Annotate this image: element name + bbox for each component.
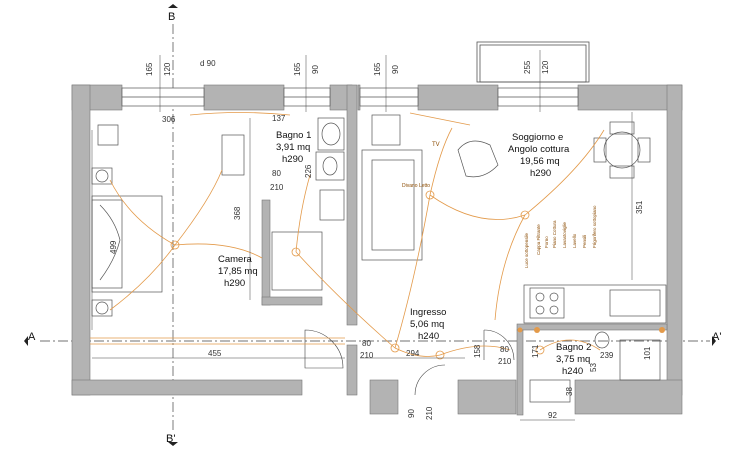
wall-left bbox=[71, 84, 91, 396]
room-label-bagno2: Bagno 2 3,75 mq h240 bbox=[556, 342, 591, 377]
svg-text:Bagno 2: Bagno 2 bbox=[556, 342, 591, 353]
dim-171: 171 bbox=[531, 344, 540, 358]
dim-80c: 80 bbox=[500, 345, 509, 354]
svg-text:19,56 mq: 19,56 mq bbox=[520, 156, 560, 167]
kitchen-label: Piano Cottura bbox=[552, 220, 557, 248]
svg-text:h240: h240 bbox=[562, 366, 583, 377]
svg-text:h240: h240 bbox=[418, 331, 439, 342]
dim-294: 294 bbox=[406, 349, 420, 358]
svg-text:3,91 mq: 3,91 mq bbox=[276, 142, 310, 153]
dim-80b: 80 bbox=[362, 339, 371, 348]
dim-w1-165: 165 bbox=[145, 62, 154, 76]
svg-text:h290: h290 bbox=[224, 278, 245, 289]
dim-368: 368 bbox=[233, 206, 242, 220]
dim-351: 351 bbox=[635, 200, 644, 214]
axis-markers bbox=[24, 4, 716, 446]
wall-right bbox=[666, 84, 683, 396]
dim-w3-90: 90 bbox=[391, 65, 400, 74]
axis-label-b-bottom: B' bbox=[166, 433, 175, 445]
kitchen-label: Luce sottopensile bbox=[524, 232, 529, 268]
dim-210d: 210 bbox=[425, 406, 434, 420]
kitchen-label: Lavello bbox=[572, 233, 577, 248]
dim-w3-165: 165 bbox=[373, 62, 382, 76]
dim-w1-120: 120 bbox=[163, 62, 172, 76]
axis-label-b-top: B bbox=[168, 11, 175, 23]
balcony bbox=[476, 41, 590, 83]
axis-label-a-right: A' bbox=[712, 331, 721, 343]
dim-90b: 90 bbox=[407, 409, 416, 418]
kitchen-label: Pensili bbox=[582, 235, 587, 248]
wall-bagno1-bottom bbox=[261, 296, 323, 306]
sofa bbox=[361, 149, 423, 261]
dim-499: 499 bbox=[109, 240, 118, 254]
svg-text:h290: h290 bbox=[530, 168, 551, 179]
tv-label: TV bbox=[432, 142, 440, 148]
svg-text:h290: h290 bbox=[282, 154, 303, 165]
svg-text:3,75 mq: 3,75 mq bbox=[556, 354, 590, 365]
dining-table bbox=[603, 131, 641, 169]
svg-text:17,85 mq: 17,85 mq bbox=[218, 266, 258, 277]
wall-bagno2-top bbox=[516, 323, 668, 331]
axis-label-a-left: A bbox=[28, 331, 36, 343]
dim-w4-120: 120 bbox=[541, 60, 550, 74]
room-label-ingresso: Ingresso 5,06 mq h240 bbox=[410, 307, 446, 342]
dim-306: 306 bbox=[162, 115, 176, 124]
svg-text:Soggiorno e: Soggiorno e bbox=[512, 132, 563, 143]
dim-80a: 80 bbox=[272, 169, 281, 178]
dim-w4-255: 255 bbox=[523, 60, 532, 74]
svg-text:Bagno 1: Bagno 1 bbox=[276, 130, 311, 141]
kitchen-label: Forno bbox=[544, 236, 549, 248]
dim-38: 38 bbox=[565, 387, 574, 396]
internal-dimensions bbox=[91, 112, 633, 421]
room-label-soggiorno: Soggiorno e Angolo cottura 19,56 mq h290 bbox=[508, 132, 570, 179]
kitchen-label: Lavastoviglie bbox=[562, 221, 567, 248]
dim-226: 226 bbox=[304, 164, 313, 178]
dim-d90: d 90 bbox=[200, 59, 216, 68]
dim-158: 158 bbox=[473, 344, 482, 358]
wall-inner-1 bbox=[346, 84, 358, 326]
dim-239: 239 bbox=[600, 351, 614, 360]
furniture bbox=[91, 114, 667, 403]
electrical-layout bbox=[90, 112, 665, 360]
dim-137: 137 bbox=[272, 114, 286, 123]
dim-210b: 210 bbox=[360, 351, 374, 360]
divano-label: Divano Letto bbox=[402, 183, 430, 189]
wall-inner-2 bbox=[346, 344, 358, 396]
dim-92: 92 bbox=[548, 411, 557, 420]
wall-top-6 bbox=[577, 84, 683, 111]
kitchen-counter bbox=[523, 284, 667, 324]
dim-210a: 210 bbox=[270, 183, 284, 192]
dim-53: 53 bbox=[589, 363, 598, 372]
room-label-camera: Camera 17,85 mq h290 bbox=[218, 254, 258, 289]
dim-455: 455 bbox=[208, 349, 222, 358]
windows bbox=[121, 87, 579, 107]
svg-text:Ingresso: Ingresso bbox=[410, 307, 446, 318]
svg-text:Angolo cottura: Angolo cottura bbox=[508, 144, 570, 155]
wall-bagno2-left bbox=[516, 329, 524, 416]
wall-bottom-right bbox=[457, 379, 517, 415]
dim-101: 101 bbox=[643, 346, 652, 360]
kitchen-labels: Luce sottopensile Cappa Filtrante Forno … bbox=[524, 205, 597, 268]
doors bbox=[304, 329, 515, 396]
room-label-bagno1: Bagno 1 3,91 mq h290 bbox=[276, 130, 311, 165]
bed bbox=[91, 195, 163, 293]
walls bbox=[71, 84, 683, 416]
kitchen-label: Cappa Filtrante bbox=[536, 224, 541, 255]
wall-bottom-left bbox=[71, 379, 303, 396]
svg-text:Camera: Camera bbox=[218, 254, 253, 265]
wall-top-5 bbox=[417, 84, 499, 111]
dim-w2-90: 90 bbox=[311, 65, 320, 74]
kitchen-label: Frigorifero sottopiano bbox=[592, 205, 597, 248]
dim-w2-165: 165 bbox=[293, 62, 302, 76]
svg-text:5,06 mq: 5,06 mq bbox=[410, 319, 444, 330]
wall-bottom-mid bbox=[369, 379, 399, 415]
dim-210c: 210 bbox=[498, 357, 512, 366]
window-dimensions bbox=[159, 50, 541, 112]
wall-bottom-right2 bbox=[574, 379, 683, 415]
wall-camera-bagno bbox=[261, 199, 271, 306]
wall-top-2 bbox=[203, 84, 285, 111]
